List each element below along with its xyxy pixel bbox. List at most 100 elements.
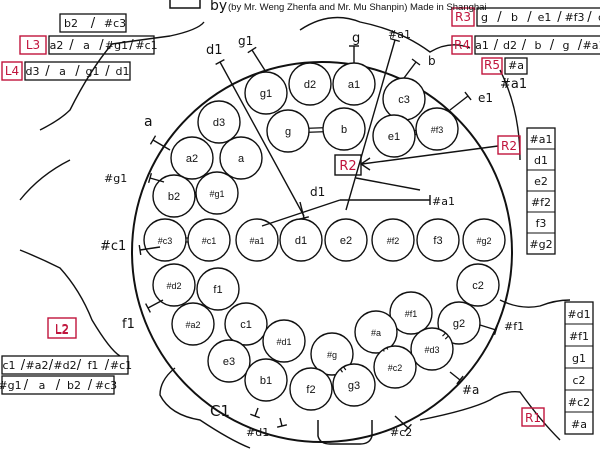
r2-connector: [355, 177, 421, 191]
pipe-a: a: [219, 136, 263, 180]
box-cell: a2: [50, 39, 64, 52]
pipe-label: g: [285, 126, 291, 138]
lever-c1-bottom-tip: [250, 413, 260, 419]
lever-label-f1_right: #f1: [504, 320, 524, 333]
lever-d1: [219, 61, 305, 217]
pipe-circle: [456, 263, 500, 307]
pipe-circle: [410, 327, 454, 371]
pipe-label: b: [341, 124, 347, 136]
box-r5-label-box: [481, 57, 503, 75]
box-cell: #g1: [0, 379, 22, 392]
lever-d1-mid: [299, 201, 305, 219]
pipe-circle: [196, 267, 240, 311]
pipe-label: e3: [223, 356, 235, 368]
box-cell: d3: [26, 65, 40, 78]
pipe-circle: [224, 302, 268, 346]
pipe-circle: [195, 171, 239, 215]
pipe-label: #f2: [387, 236, 400, 246]
pipe-label: #g: [327, 350, 337, 360]
pipe-label: d1: [295, 235, 307, 247]
box-r1-label-box: [521, 407, 545, 427]
box-cell: #a2: [26, 359, 49, 372]
pipe-g1: g1: [244, 71, 288, 115]
pipe-d3: d3: [197, 100, 241, 144]
box-cell: a: [59, 65, 66, 78]
box-r3-cells-box: [476, 7, 600, 27]
box-cell: /: [56, 378, 61, 393]
box-cell: #c1: [135, 39, 157, 52]
lever-label-b_top: b: [428, 54, 436, 68]
pipe-g: g: [266, 109, 310, 153]
box-r3-label: R3: [455, 10, 471, 24]
box-l4-label: L4: [5, 64, 19, 78]
pipe-circle: [371, 218, 415, 262]
box-cell: #g2: [529, 238, 552, 251]
header-box-fragment: [169, 0, 201, 9]
lever-label-c2_bottom: #c2: [390, 426, 412, 439]
pipe-b2: b2: [152, 174, 196, 218]
box-cell: /: [587, 10, 592, 25]
box-cell: b: [535, 39, 542, 52]
pipe-circle: [332, 363, 376, 407]
box-cell: /: [45, 64, 50, 79]
pipe-circle: [235, 218, 279, 262]
lever-a1: [345, 39, 396, 211]
pipe-f2: f2: [289, 367, 333, 411]
pipe-link: [308, 127, 323, 129]
pipe-label: b2: [168, 191, 180, 203]
box-l2-label-label-box: [47, 317, 77, 339]
pipe-label: e2: [340, 235, 352, 247]
pipe-label: #c3: [158, 236, 173, 246]
box-l4-label-box: [1, 61, 23, 81]
pipe-circle: [262, 319, 306, 363]
header-credit: (by Mr. Weng Zhenfa and Mr. Mu Shanpin) …: [228, 2, 487, 13]
box-cell: c1: [2, 359, 15, 372]
lever-g1-left-tip: [147, 173, 153, 183]
pipe-label: #c2: [388, 363, 403, 373]
pipe-label: #f1: [405, 309, 418, 319]
center-r2-label: R2: [339, 159, 356, 174]
pipe-label: d2: [304, 79, 316, 91]
box-cell: #c2: [568, 396, 590, 409]
box-cell: g: [563, 39, 570, 52]
pipe-label: #a2: [185, 320, 200, 330]
pipe-e1: e1: [372, 114, 416, 158]
box-cell: a: [83, 39, 90, 52]
pipe-label: c2: [472, 280, 484, 292]
box-r5-label: R5: [484, 58, 500, 72]
pipe-circle: [152, 263, 196, 307]
pipe-links: [186, 127, 449, 373]
bracket-curve: [499, 299, 571, 308]
pipe-label: #d2: [166, 281, 181, 291]
box-cell: /: [24, 378, 29, 393]
box-cell: /: [550, 38, 555, 53]
lever-c2-bottom-tip: [404, 423, 412, 433]
pipe-c2s: #c2: [373, 345, 417, 389]
box-cell: /: [497, 10, 502, 25]
pipe-label: g1: [260, 88, 272, 100]
lever-c2-bottom: [394, 415, 409, 429]
box-r4-cells-box: [474, 35, 600, 55]
box-l4-cells-box: [24, 61, 131, 81]
lever-d1-mid-tip: [298, 216, 310, 220]
pipe-label: a1: [348, 79, 360, 91]
box-cell: /: [557, 10, 562, 25]
key-levers: [138, 37, 499, 433]
pipe-g2: g2: [437, 301, 481, 345]
pipe-label: f1: [213, 284, 222, 296]
pipe-circle: [437, 301, 481, 345]
pipe-a1s: #a1: [235, 218, 279, 262]
lever-b: [403, 61, 417, 79]
box-r4-label: R4: [454, 38, 470, 52]
pipe-label: #g1: [209, 189, 224, 199]
lever-g1: [251, 49, 267, 73]
box-cell: /: [578, 38, 583, 53]
pipe-label: c1: [240, 319, 252, 331]
pipe-g2s: #g2: [462, 218, 506, 262]
pipe-link: [309, 131, 324, 133]
lever-a-left: [152, 139, 171, 151]
pipe-circle: [288, 62, 332, 106]
lever-label-g1_top: g1: [238, 34, 253, 48]
box-r5: R5#a: [481, 57, 528, 75]
bracket-curve: [39, 21, 205, 131]
